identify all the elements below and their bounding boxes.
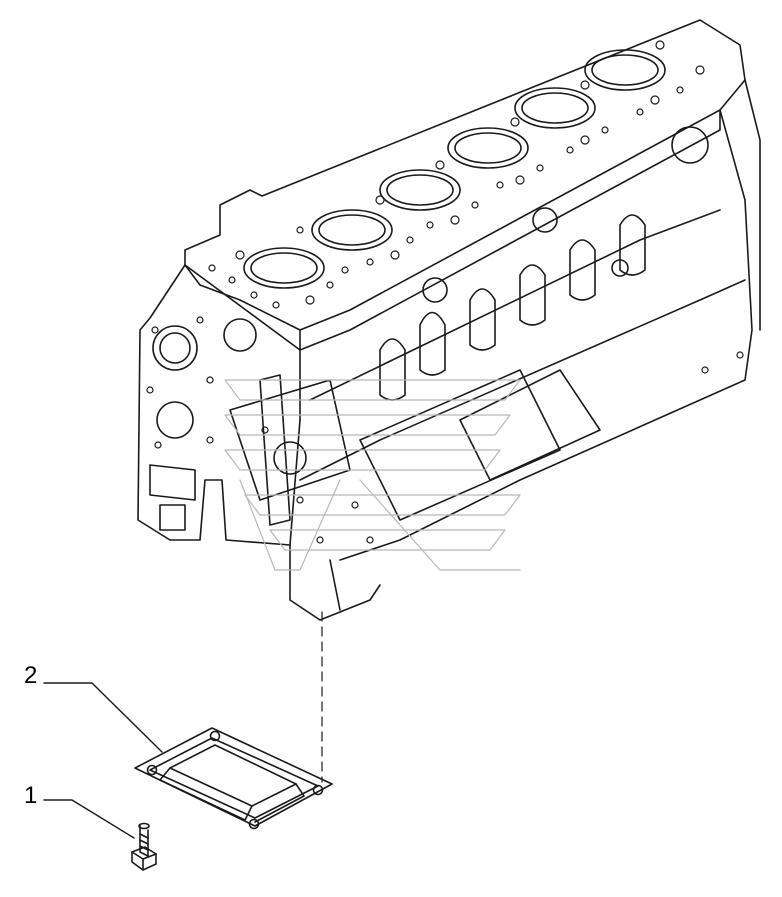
leader-line-1 [43, 799, 135, 839]
engine-block-illustration [137, 19, 761, 621]
callout-number-1: 1 [24, 782, 38, 809]
bolt-part [131, 822, 157, 871]
watermark-logo [224, 379, 521, 571]
cover-plate-part [134, 727, 333, 830]
leader-line-2 [43, 682, 163, 753]
callout-number-2: 2 [24, 662, 38, 689]
